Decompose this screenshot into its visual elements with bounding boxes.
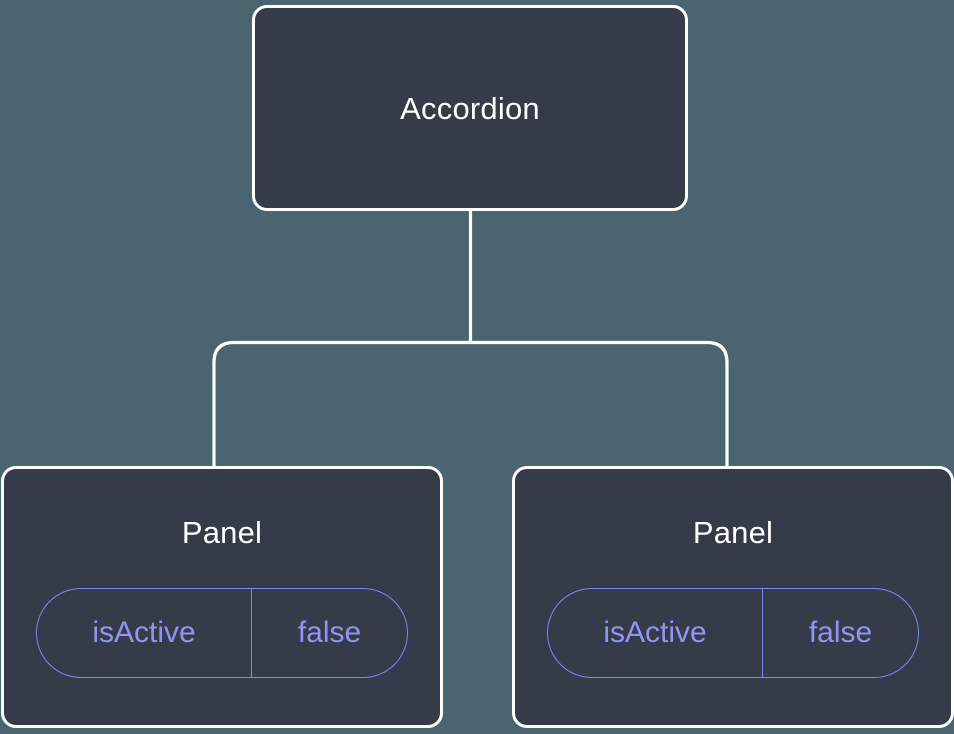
prop-value: false bbox=[808, 616, 873, 649]
prop-pill-isactive[interactable]: isActive false bbox=[36, 588, 408, 678]
edge-branch-right bbox=[470, 340, 729, 466]
node-panel-2[interactable]: Panel isActive false bbox=[512, 466, 954, 728]
node-title: Accordion bbox=[400, 90, 540, 126]
node-panel-1[interactable]: Panel isActive false bbox=[1, 466, 443, 728]
edge-branch-left bbox=[212, 340, 471, 466]
prop-pill-isactive[interactable]: isActive false bbox=[547, 588, 919, 678]
prop-key: isActive bbox=[37, 589, 252, 677]
prop-value: false bbox=[297, 616, 362, 649]
node-title: Panel bbox=[181, 515, 263, 550]
node-title: Panel bbox=[692, 515, 774, 550]
node-accordion[interactable]: Accordion bbox=[252, 5, 688, 211]
prop-key: isActive bbox=[548, 589, 763, 677]
